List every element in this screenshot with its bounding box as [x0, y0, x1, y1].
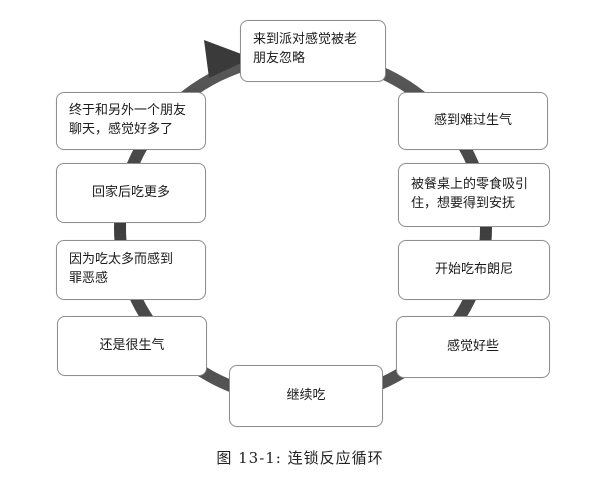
step-2-label: 感到难过生气: [433, 112, 512, 128]
step-5-feel-better: 感觉好些: [396, 316, 550, 378]
step-9-label: 回家后吃更多: [91, 184, 170, 200]
step-3-drawn-to-snacks: 被餐桌上的零食吸引 住，想要得到安抚: [398, 163, 550, 227]
step-7-still-angry: 还是很生气: [57, 316, 207, 376]
step-2-sad-angry: 感到难过生气: [398, 92, 548, 150]
step-3-line-2: 住，想要得到安抚: [411, 196, 516, 211]
step-7-label: 还是很生气: [99, 337, 165, 353]
step-8-guilt: 因为吃太多而感到 罪恶感: [56, 240, 206, 300]
step-10-talk-to-friend: 终于和另外一个朋友 聊天，感觉好多了: [56, 92, 206, 150]
step-1-line-2: 朋友忽略: [253, 50, 306, 66]
step-8-line-1: 因为吃太多而感到: [69, 252, 174, 268]
step-4-start-brownies: 开始吃布朗尼: [398, 240, 550, 300]
figure-caption: 图 13-1: 连锁反应循环: [216, 449, 384, 467]
step-1-ignored-at-party: 来到派对感觉被老 朋友忽略: [240, 20, 386, 82]
step-10-line-1: 终于和另外一个朋友: [69, 103, 187, 119]
step-8-line-2: 罪恶感: [69, 271, 109, 286]
step-1-line-1: 来到派对感觉被老: [253, 32, 358, 47]
step-10-line-2: 聊天，感觉好多了: [69, 122, 174, 137]
step-4-label: 开始吃布朗尼: [434, 261, 513, 277]
step-5-label: 感觉好些: [446, 338, 499, 354]
step-9-eat-more-at-home: 回家后吃更多: [56, 163, 206, 223]
arrow-head-icon: [204, 40, 252, 78]
step-6-label: 继续吃: [286, 387, 326, 403]
step-6-keep-eating: 继续吃: [229, 365, 383, 427]
step-3-line-1: 被餐桌上的零食吸引: [411, 177, 529, 193]
